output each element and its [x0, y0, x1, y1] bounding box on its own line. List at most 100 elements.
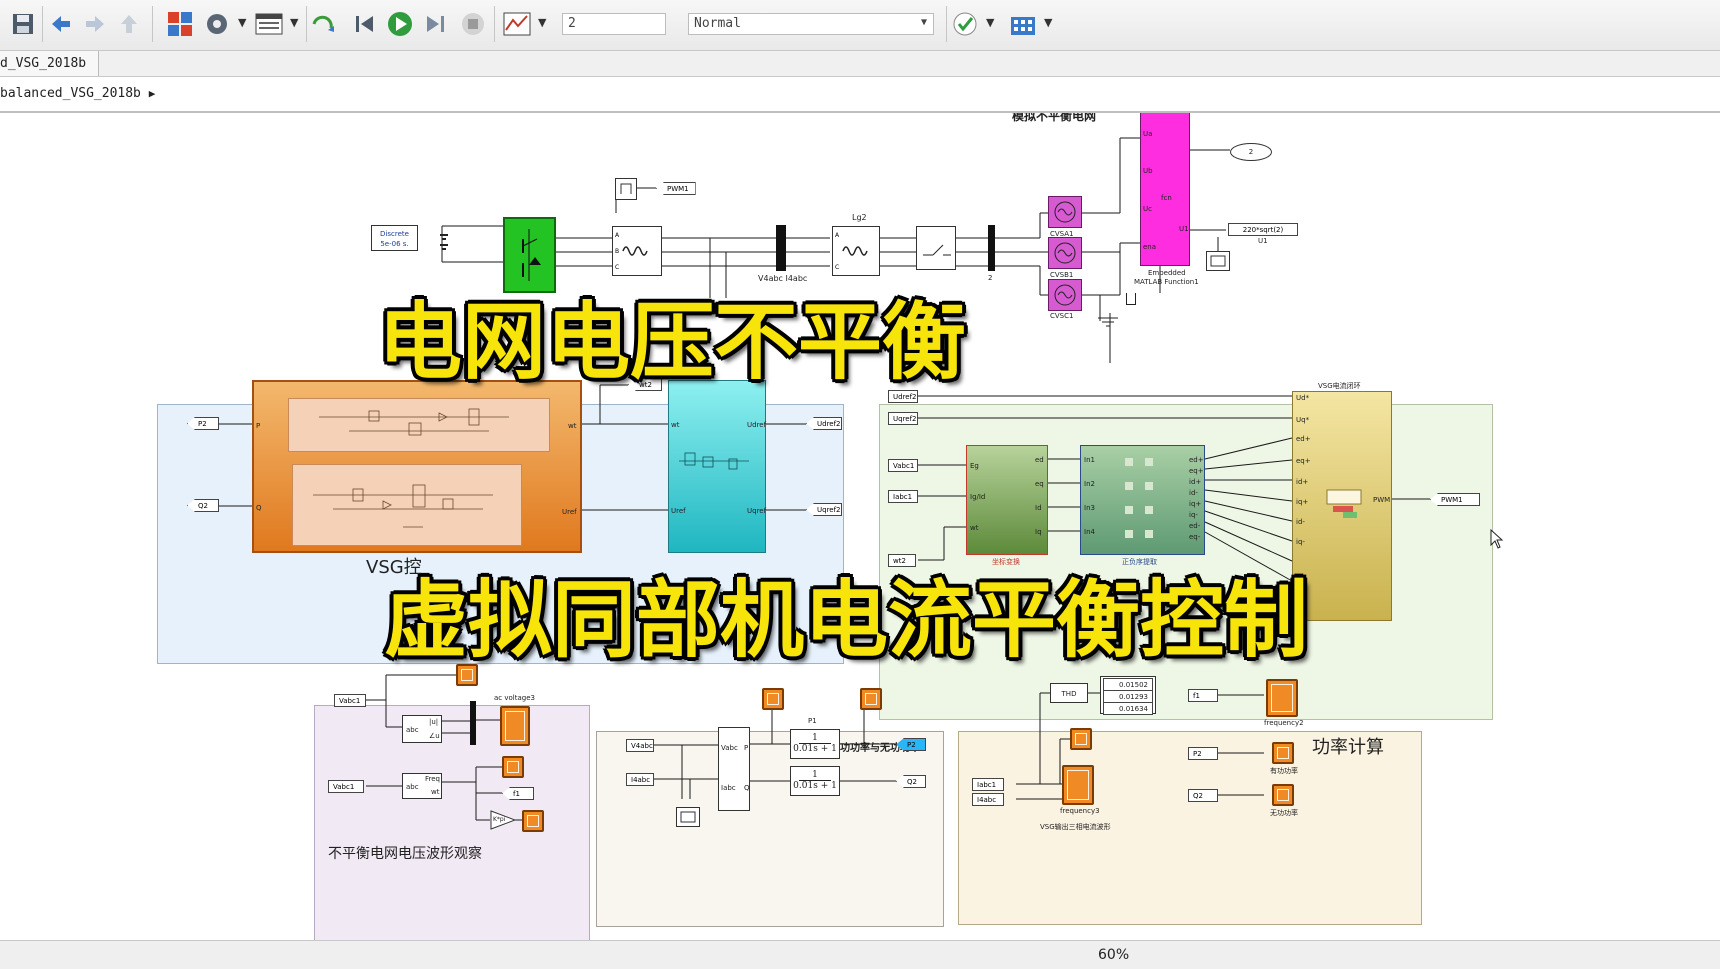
abc-to-mag-block[interactable]: abc |u| ∠u: [402, 715, 442, 743]
scope-icon[interactable]: [1272, 784, 1294, 806]
from-v4abc-tag[interactable]: V4abc: [626, 739, 654, 752]
simulation-mode-select[interactable]: Normal ▼: [688, 13, 934, 35]
goto-f1-tag[interactable]: f1: [502, 787, 534, 800]
chevron-down-icon[interactable]: ▼: [1044, 16, 1053, 29]
p-filter-block[interactable]: 1 0.01s + 1: [790, 729, 840, 759]
chevron-right-icon[interactable]: ▶: [148, 87, 156, 100]
forward-arrow-icon[interactable]: [80, 9, 110, 39]
from-wt2-tag[interactable]: wt2: [888, 554, 916, 567]
step-forward-icon[interactable]: [420, 9, 450, 39]
cvs-c-label: CVSC1: [1050, 312, 1074, 320]
scope-icon[interactable]: [1070, 728, 1092, 750]
breadcrumb-model[interactable]: balanced_VSG_2018b: [0, 86, 141, 101]
chevron-down-icon[interactable]: ▼: [986, 16, 995, 29]
from-udref2-tag[interactable]: Udref2: [888, 390, 918, 403]
check-icon[interactable]: [950, 9, 980, 39]
scope-icon[interactable]: [1272, 742, 1294, 764]
ang-port: ∠u: [429, 732, 440, 740]
step-back-icon[interactable]: [350, 9, 380, 39]
vi-measurement-block[interactable]: [776, 225, 786, 271]
scope-icon[interactable]: [860, 688, 882, 710]
stop-time-input[interactable]: 2: [562, 13, 666, 35]
model-explorer-icon[interactable]: [254, 9, 284, 39]
current-loop-subsystem[interactable]: Ud* Uq* ed+ eq+ id+ iq+ id- iq- PWM: [1292, 391, 1392, 621]
bus-bar-block[interactable]: [988, 225, 995, 271]
update-diagram-icon[interactable]: [310, 9, 340, 39]
from-iabc1-tag[interactable]: Iabc1: [888, 490, 918, 503]
sequence-extraction-block[interactable]: In1 In2 In3 In4 ed+ eq+ id+ id- iq+ iq- …: [1080, 445, 1205, 555]
from-iabc1-calc-tag[interactable]: Iabc1: [972, 778, 1004, 791]
back-arrow-icon[interactable]: [46, 9, 76, 39]
goto-uqref2-tag[interactable]: Uqref2: [806, 503, 842, 516]
voltage-ref-subsystem[interactable]: wt Uref Udref Uqref: [668, 380, 766, 553]
run-icon[interactable]: [385, 9, 415, 39]
cvs-a-block[interactable]: [1048, 196, 1082, 228]
fcn-port-uc: Uc: [1143, 205, 1152, 213]
model-settings-icon[interactable]: [202, 9, 232, 39]
q-filter-block[interactable]: 1 0.01s + 1: [790, 766, 840, 796]
powergui-block[interactable]: Discrete 5e-06 s.: [371, 225, 418, 251]
constant-u1-block[interactable]: 220*sqrt(2): [1228, 223, 1298, 236]
save-icon[interactable]: [8, 9, 38, 39]
thd-block[interactable]: THD: [1050, 683, 1088, 703]
from-q2-tag[interactable]: Q2: [187, 499, 219, 512]
ground-icon: [1096, 317, 1120, 327]
from-vabc1-obs2-tag[interactable]: Vabc1: [328, 780, 364, 793]
scope-icon[interactable]: [1062, 765, 1094, 805]
from-vabc1-obs-tag[interactable]: Vabc1: [334, 694, 366, 707]
pll-block[interactable]: abc Freq wt: [402, 773, 442, 799]
scope-icon[interactable]: [522, 810, 544, 832]
scope-icon[interactable]: [456, 664, 478, 686]
from-uqref2-tag[interactable]: Uqref2: [888, 412, 918, 425]
display-scope-block[interactable]: [1206, 251, 1230, 271]
vsg-subsystem-block[interactable]: P Q wt Uref: [252, 380, 582, 553]
power-measurement-block[interactable]: Vabc Iabc P Q: [718, 727, 750, 811]
sequence-extraction-name: 正负序提取: [1122, 558, 1157, 566]
grid-icon[interactable]: [1008, 9, 1038, 39]
chevron-down-icon[interactable]: ▼: [238, 16, 247, 29]
from-vabc1-tag[interactable]: Vabc1: [888, 459, 918, 472]
dc-source-block[interactable]: [438, 221, 450, 261]
constant-2-block[interactable]: 2: [1230, 143, 1272, 161]
goto-pwm-block[interactable]: [615, 178, 637, 200]
goto-q2-tag[interactable]: Q2: [896, 775, 926, 788]
from-p2-calc-tag[interactable]: P2: [1188, 747, 1218, 760]
vsg-port-q: Q: [256, 504, 262, 512]
gain-block[interactable]: K*pi: [490, 810, 517, 830]
chevron-down-icon[interactable]: ▼: [538, 16, 547, 29]
from-f1-tag[interactable]: f1: [1188, 689, 1218, 702]
stop-icon[interactable]: [458, 9, 488, 39]
scope-icon[interactable]: [762, 688, 784, 710]
abc-dq-transform-block[interactable]: Eg Ig/Id wt ed eq Id Iq: [966, 445, 1048, 555]
matlab-function-block[interactable]: Ua Ub Uc ena U1 fcn: [1140, 113, 1190, 266]
cvs-b-block[interactable]: [1048, 237, 1082, 269]
mux-block[interactable]: [470, 701, 476, 745]
breaker-block[interactable]: [916, 226, 956, 270]
from-i4abc-tag[interactable]: I4abc: [626, 773, 654, 786]
goto-wt2-tag[interactable]: wt2: [628, 378, 662, 391]
library-browser-icon[interactable]: [165, 9, 195, 39]
scope-icon[interactable]: [1266, 679, 1298, 717]
thd-display-block[interactable]: 0.01502 0.01293 0.01634: [1100, 676, 1156, 715]
inverter-bridge-block[interactable]: [503, 217, 556, 293]
goto-pwm1-tag[interactable]: PWM1: [1430, 493, 1480, 506]
scope-icon[interactable]: [502, 9, 532, 39]
from-i4abc-calc-tag[interactable]: I4abc: [972, 793, 1004, 806]
chevron-down-icon[interactable]: ▼: [290, 16, 299, 29]
up-arrow-icon[interactable]: [114, 9, 144, 39]
scope-icon[interactable]: [500, 706, 530, 746]
reactive-power-label: 无功功率: [1270, 809, 1298, 817]
power-display-block[interactable]: [676, 807, 700, 827]
cvs-c-block[interactable]: [1048, 279, 1082, 311]
model-tab[interactable]: d_VSG_2018b: [0, 51, 99, 76]
from-q2-calc-tag[interactable]: Q2: [1188, 789, 1218, 802]
scope-icon[interactable]: [502, 756, 524, 778]
goto-udref2-tag[interactable]: Udref2: [806, 417, 842, 430]
goto-p2-tag[interactable]: P2: [896, 738, 926, 751]
terminator-block[interactable]: [1126, 293, 1136, 305]
from-p2-tag[interactable]: P2: [187, 417, 219, 430]
from-pwm1-tag[interactable]: PWM1: [656, 182, 696, 195]
